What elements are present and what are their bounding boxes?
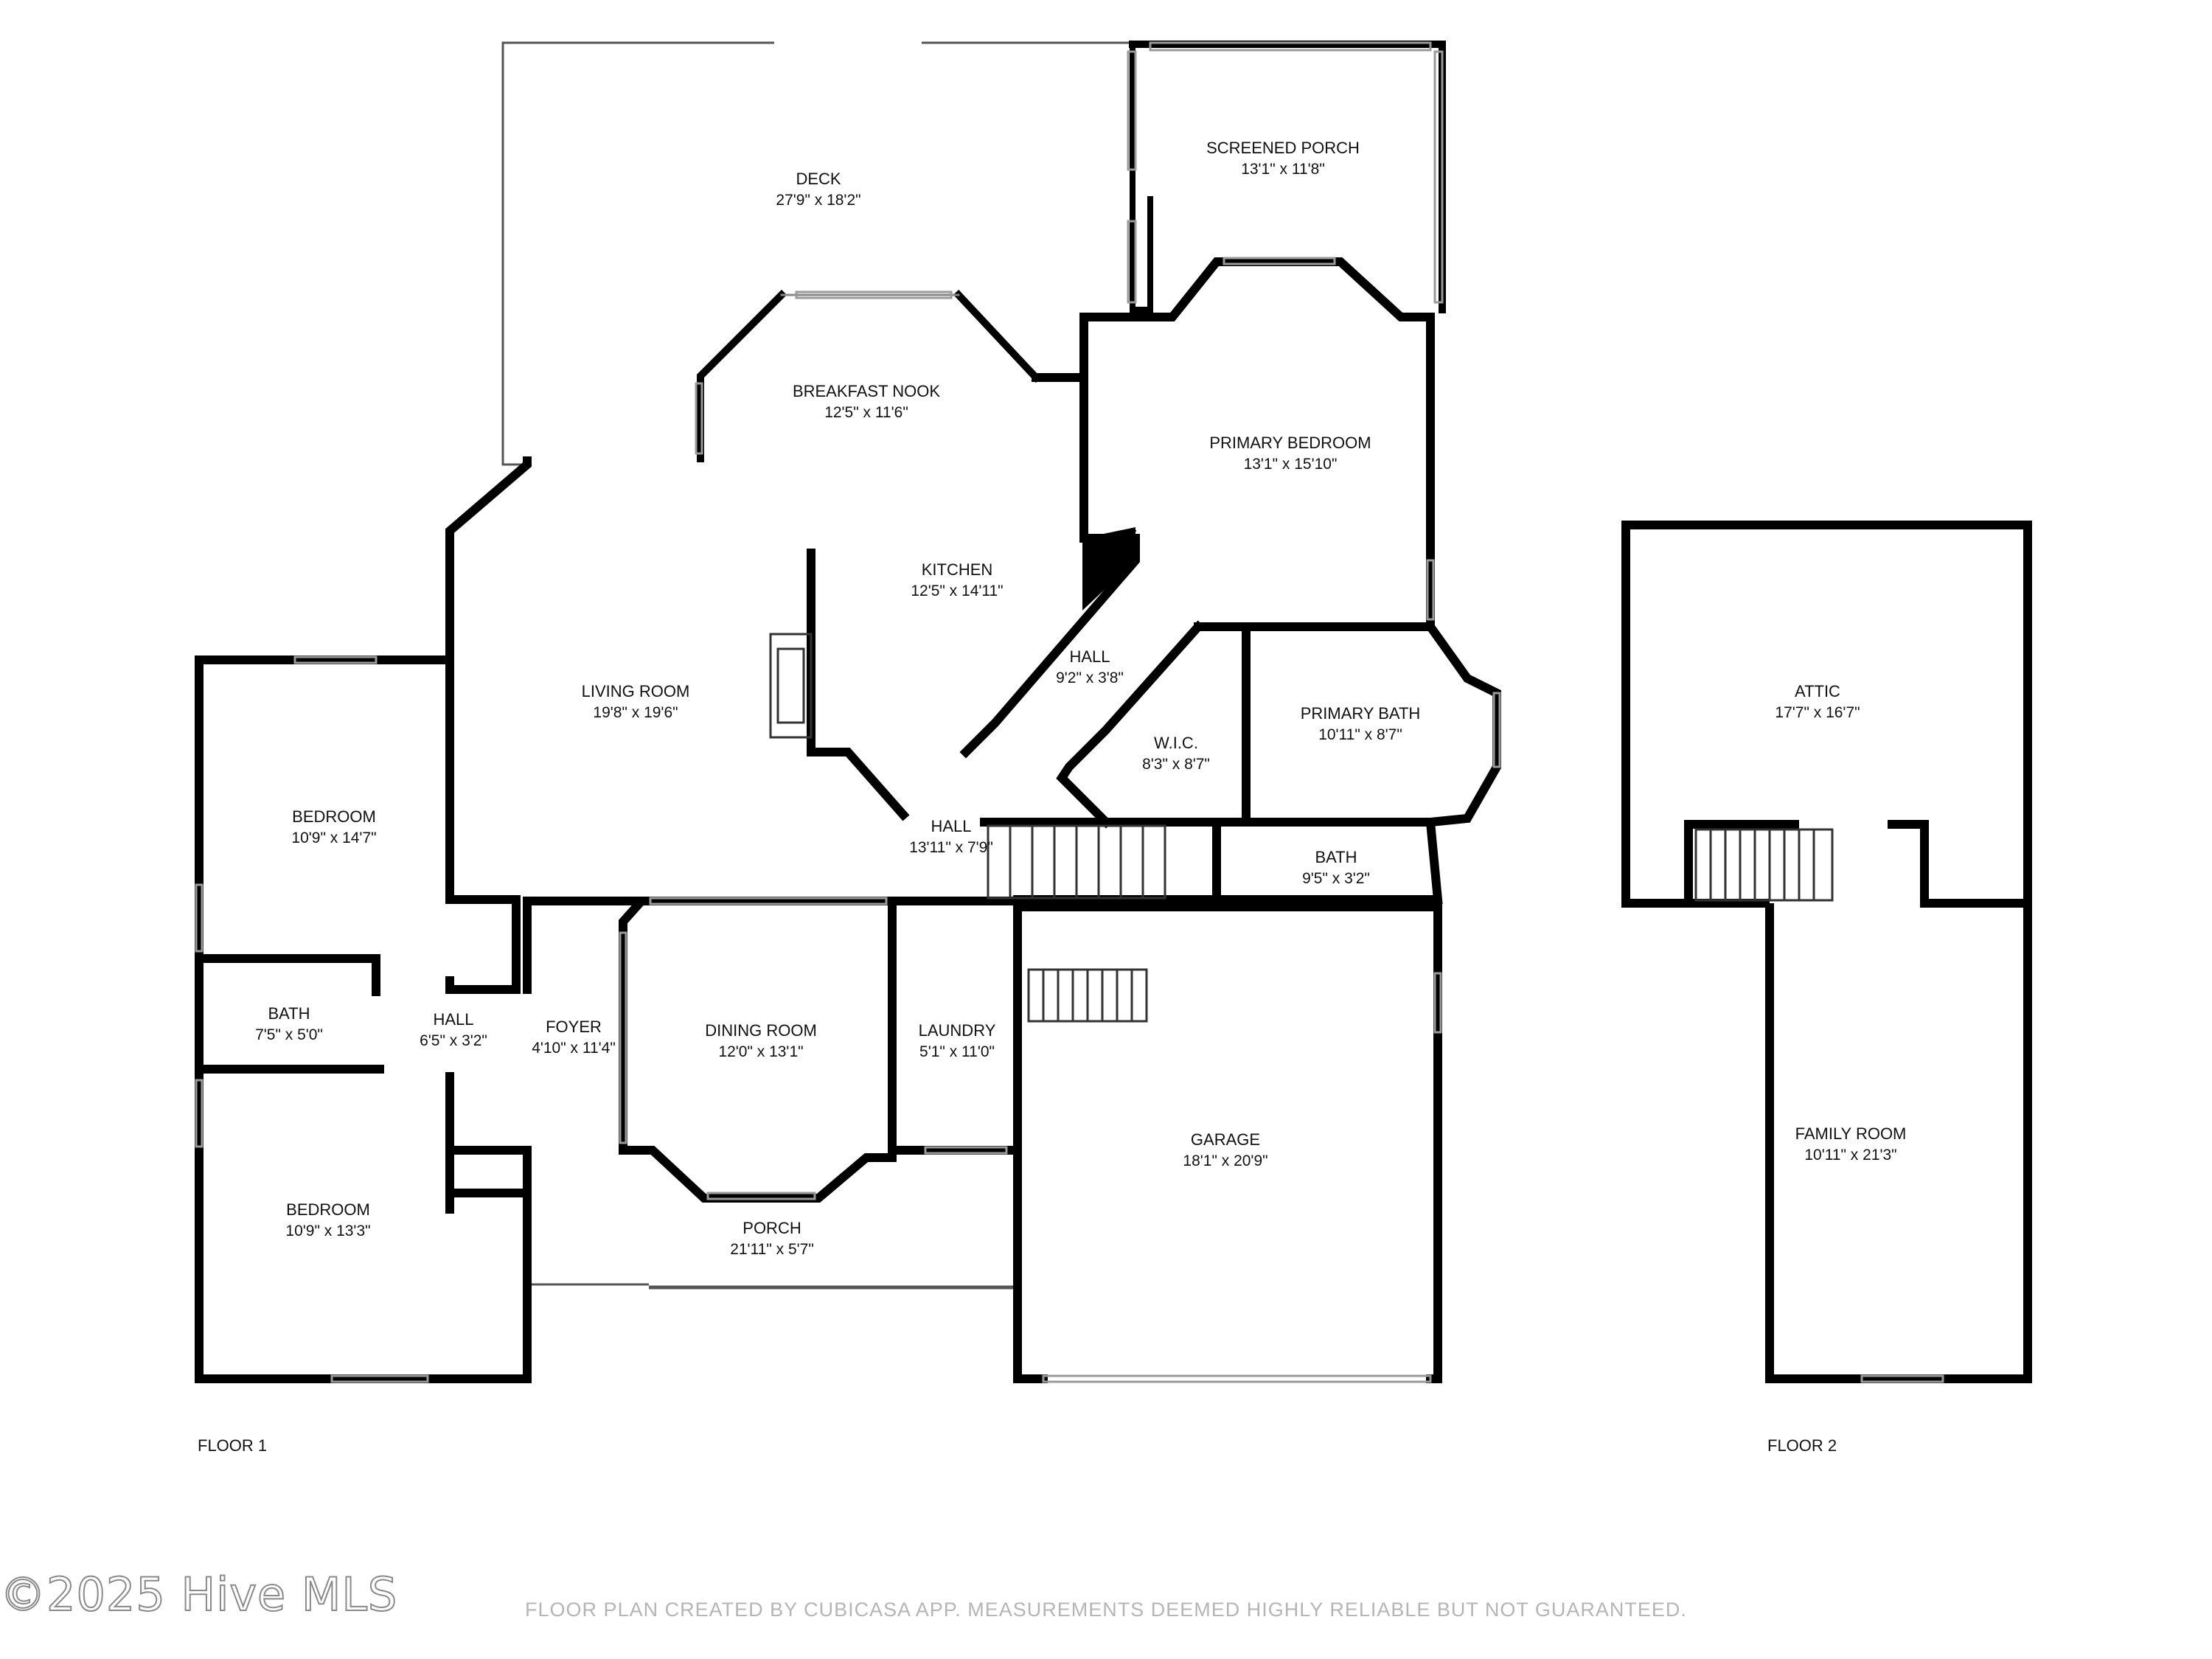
room-dims: 12'5" x 14'11" <box>911 582 1003 599</box>
room-dims: 4'10" x 11'4" <box>532 1040 616 1057</box>
room-name: GARAGE <box>1191 1130 1260 1149</box>
room-dims: 10'9" x 14'7" <box>291 830 376 846</box>
room-dims: 21'11" x 5'7" <box>730 1241 814 1258</box>
floor2-stairs-icon <box>1694 828 1834 902</box>
room-name: BEDROOM <box>286 1200 370 1219</box>
porch-outline <box>528 1283 1018 1290</box>
room-name: FAMILY ROOM <box>1795 1124 1907 1143</box>
room-name: PORCH <box>742 1219 801 1237</box>
room-name: PRIMARY BATH <box>1301 704 1421 723</box>
watermark: ©2025 Hive MLS <box>0 1567 398 1622</box>
room-dims: 27'9" x 18'2" <box>776 192 860 209</box>
room-dims: 12'0" x 13'1" <box>718 1043 803 1060</box>
floor1-windows <box>195 41 1501 1383</box>
floor2-window <box>1860 1374 1944 1383</box>
room-dims: 13'1" x 15'10" <box>1244 456 1338 473</box>
floor-label: FLOOR 1 <box>198 1436 267 1455</box>
room-dims: 19'8" x 19'6" <box>593 704 678 721</box>
room-dims: 13'11" x 7'9" <box>909 839 993 856</box>
room-name: KITCHEN <box>922 560 993 579</box>
deck-outline <box>501 41 1133 466</box>
room-dims: 12'5" x 11'6" <box>824 404 908 421</box>
room-name: W.I.C. <box>1154 734 1198 752</box>
room-name: BATH <box>268 1004 310 1023</box>
room-dims: 18'1" x 20'9" <box>1183 1152 1267 1169</box>
room-name: DINING ROOM <box>705 1021 817 1040</box>
room-name: HALL <box>433 1010 473 1029</box>
room-dims: 8'3" x 8'7" <box>1142 756 1210 773</box>
room-name: BATH <box>1315 848 1357 866</box>
room-dims: 10'11" x 8'7" <box>1318 726 1402 743</box>
room-dims: 10'11" x 21'3" <box>1804 1147 1896 1164</box>
floor-label: FLOOR 2 <box>1767 1436 1837 1455</box>
room-dims: 17'7" x 16'7" <box>1775 704 1860 721</box>
room-name: LIVING ROOM <box>582 682 690 700</box>
room-dims: 9'2" x 3'8" <box>1056 669 1124 686</box>
room-dims: 9'5" x 3'2" <box>1302 870 1370 887</box>
room-labels: DECK 27'9" x 18'2" SCREENED PORCH 13'1" … <box>255 139 1906 1258</box>
room-name: LAUNDRY <box>919 1021 996 1040</box>
room-dims: 10'9" x 13'3" <box>285 1222 370 1239</box>
room-name: DECK <box>796 170 841 188</box>
room-dims: 7'5" x 5'0" <box>255 1026 323 1043</box>
stairs-icon <box>987 824 1166 1023</box>
room-name: PRIMARY BEDROOM <box>1209 434 1371 452</box>
disclaimer-text: FLOOR PLAN CREATED BY CUBICASA APP. MEAS… <box>525 1599 1687 1621</box>
room-name: HALL <box>1069 647 1110 666</box>
room-name: HALL <box>931 817 971 835</box>
room-name: ATTIC <box>1795 682 1840 700</box>
room-dims: 13'1" x 11'8" <box>1241 161 1325 178</box>
room-dims: 6'5" x 3'2" <box>420 1032 487 1049</box>
floor2-walls <box>1621 521 2032 1383</box>
room-dims: 5'1" x 11'0" <box>919 1043 995 1060</box>
room-name: FOYER <box>546 1018 602 1036</box>
room-name: SCREENED PORCH <box>1206 139 1360 157</box>
room-name: BEDROOM <box>292 807 376 826</box>
room-name: BREAKFAST NOOK <box>793 382 940 400</box>
fireplace-icon <box>769 633 813 739</box>
